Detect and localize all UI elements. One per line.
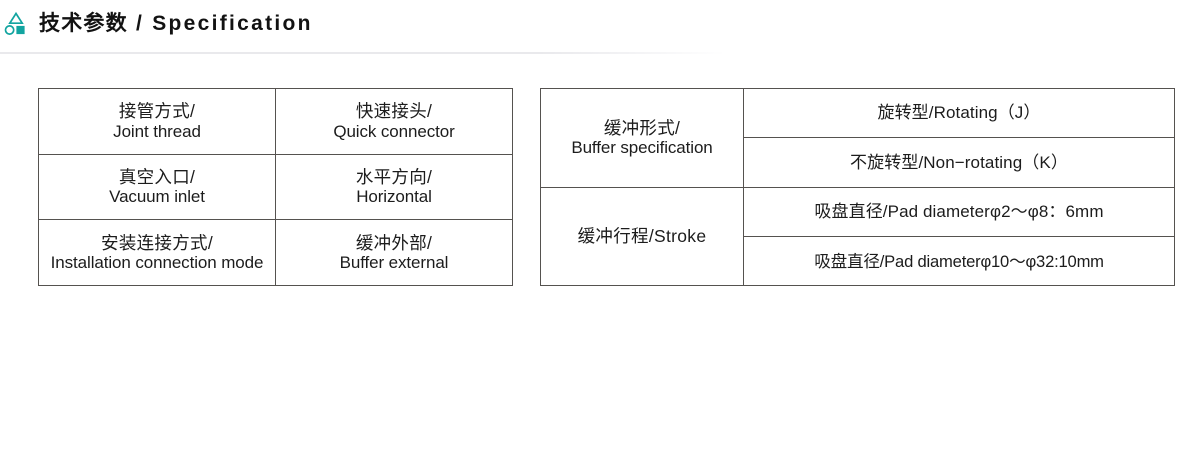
cell-label-en: Vacuum inlet: [109, 187, 205, 207]
buffer-spec-table: 缓冲形式/ Buffer specification 旋转型/Rotating（…: [540, 87, 1175, 287]
shapes-logo-icon: [4, 11, 28, 36]
cell-value: 不旋转型/Non−rotating（K）: [850, 152, 1068, 172]
cell-value: 吸盘直径/Pad diameterφ10～φ32:10mm: [814, 251, 1104, 271]
cell-label-cn: 接管方式/: [118, 101, 196, 122]
cell-installation-connection-mode: 安装连接方式/ Installation connection mode: [38, 219, 276, 286]
cell-horizontal: 水平方向/ Horizontal: [275, 153, 513, 221]
cell-label-cn: 缓冲形式/: [603, 117, 681, 138]
cell-label-cn: 真空入口/: [118, 166, 196, 187]
table-row: 吸盘直径/Pad diameterφ10～φ32:10mm: [541, 236, 1175, 286]
cell-label-en: Installation connection mode: [50, 252, 264, 272]
page-title-separator: /: [127, 12, 153, 35]
header-inner: 技术参数 / Specification: [4, 11, 313, 36]
table-row: 缓冲行程/Stroke 吸盘直径/Pad diameterφ2～φ8：6mm: [540, 186, 1175, 287]
cell-quick-connector: 快速接头/ Quick connector: [275, 88, 513, 155]
cell-value: 吸盘直径/Pad diameterφ2～φ8：6mm: [814, 202, 1104, 222]
page-header: 技术参数 / Specification: [0, 0, 1187, 56]
cell-value: 旋转型/Rotating（J）: [877, 103, 1041, 123]
table-row: 安装连接方式/ Installation connection mode 缓冲外…: [38, 219, 513, 286]
cell-pad-diameter-small: 吸盘直径/Pad diameterφ2～φ8：6mm: [743, 186, 1175, 238]
cell-buffer-specification: 缓冲形式/ Buffer specification: [540, 88, 744, 188]
cell-joint-thread: 接管方式/ Joint thread: [38, 88, 276, 155]
cell-non-rotating-k: 不旋转型/Non−rotating（K）: [743, 137, 1175, 188]
cell-buffer-external: 缓冲外部/ Buffer external: [275, 219, 513, 286]
connection-spec-table: 接管方式/ Joint thread 快速接头/ Quick connector…: [38, 88, 513, 286]
cell-label-en: Buffer specification: [571, 138, 713, 158]
cell-value-en: Buffer external: [339, 252, 449, 272]
cell-buffer-stroke: 缓冲行程/Stroke: [540, 186, 744, 287]
cell-value-en: Horizontal: [356, 187, 432, 207]
page-title-en: Specification: [152, 12, 313, 35]
cell-value-cn: 缓冲外部/: [355, 232, 433, 253]
cell-value-cn: 快速接头/: [355, 101, 433, 122]
table-row: 真空入口/ Vacuum inlet 水平方向/ Horizontal: [38, 153, 513, 221]
cell-label-cn: 安装连接方式/: [101, 232, 213, 253]
cell-pad-diameter-large: 吸盘直径/Pad diameterφ10～φ32:10mm: [743, 236, 1175, 286]
table-row: 接管方式/ Joint thread 快速接头/ Quick connector: [38, 88, 513, 155]
cell-label-cn: 缓冲行程/Stroke: [577, 226, 707, 247]
table-row: 不旋转型/Non−rotating（K）: [541, 137, 1175, 188]
cell-rotating-j: 旋转型/Rotating（J）: [743, 87, 1175, 139]
page-title-cn: 技术参数: [39, 12, 128, 35]
table-row: 缓冲形式/ Buffer specification 旋转型/Rotating（…: [540, 87, 1175, 188]
cell-value-en: Quick connector: [333, 121, 455, 141]
cell-vacuum-inlet: 真空入口/ Vacuum inlet: [38, 153, 276, 221]
cell-value-cn: 水平方向/: [355, 166, 433, 187]
page-title: 技术参数 / Specification: [39, 13, 313, 34]
cell-label-en: Joint thread: [113, 121, 201, 141]
header-divider: [0, 52, 930, 54]
